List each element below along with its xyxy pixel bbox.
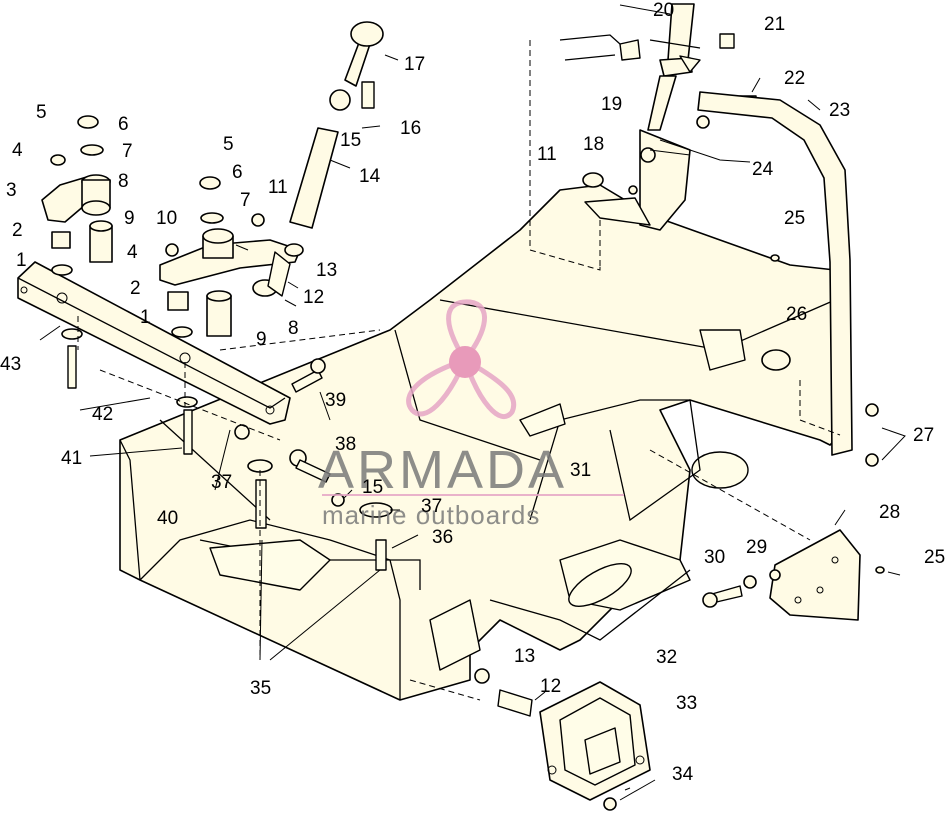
callout-10: 10 xyxy=(156,208,177,229)
callout-36: 36 xyxy=(432,527,453,548)
callout-43: 43 xyxy=(0,354,21,375)
callout-33: 33 xyxy=(676,693,697,714)
watermark-brand: ARMADA xyxy=(318,440,567,500)
callout-13b: 13 xyxy=(514,646,535,667)
callout-35: 35 xyxy=(250,678,271,699)
callout-24: 24 xyxy=(752,159,774,180)
callout-42: 42 xyxy=(92,404,113,425)
callout-1b: 1 xyxy=(140,307,151,328)
hardware xyxy=(61,254,885,717)
callout-19: 19 xyxy=(601,94,622,115)
callout-9b: 9 xyxy=(256,329,267,350)
callout-22: 22 xyxy=(784,68,805,89)
armada-watermark: ARMADA marine outboards xyxy=(318,299,624,530)
callout-37: 37 xyxy=(211,472,232,493)
link-rod xyxy=(267,21,384,297)
callout-31: 31 xyxy=(570,460,591,481)
callout-13: 13 xyxy=(316,260,337,281)
cover-plate xyxy=(539,681,651,811)
watermark-tagline: marine outboards xyxy=(322,500,540,530)
callout-15b: 15 xyxy=(362,477,383,498)
callout-5: 5 xyxy=(36,102,47,123)
callout-20: 20 xyxy=(653,0,674,21)
center-lever-assembly xyxy=(159,176,301,338)
callout-40: 40 xyxy=(157,508,178,529)
callout-25b: 25 xyxy=(924,547,945,568)
callout-11: 11 xyxy=(537,144,557,165)
callout-16: 16 xyxy=(400,118,421,139)
callout-1: 1 xyxy=(16,250,27,271)
callout-12: 12 xyxy=(303,287,324,308)
callout-7: 7 xyxy=(122,141,133,162)
callout-12b: 12 xyxy=(540,676,561,697)
callout-32: 32 xyxy=(656,647,677,668)
bracket-bar xyxy=(17,261,291,425)
callout-25: 25 xyxy=(784,208,805,229)
main-frame xyxy=(119,184,846,701)
callout-4: 4 xyxy=(12,140,23,161)
callout-30: 30 xyxy=(704,547,725,568)
callout-11b: 11 xyxy=(268,177,288,198)
callout-23: 23 xyxy=(829,100,850,121)
side-plate xyxy=(702,529,861,621)
callout-4b: 4 xyxy=(127,242,138,263)
callout-3: 3 xyxy=(6,180,17,201)
callout-8: 8 xyxy=(118,171,129,192)
callout-2b: 2 xyxy=(130,278,141,299)
callout-39: 39 xyxy=(325,390,346,411)
callout-6: 6 xyxy=(118,114,129,135)
callout-8b: 8 xyxy=(288,318,299,339)
leader-lines xyxy=(39,4,906,801)
callout-27: 27 xyxy=(913,425,934,446)
callout-5b: 5 xyxy=(223,134,234,155)
callout-28: 28 xyxy=(879,502,900,523)
callout-26: 26 xyxy=(786,304,807,325)
callout-6b: 6 xyxy=(232,162,243,183)
callout-7b: 7 xyxy=(240,190,251,211)
left-lever-assembly xyxy=(41,115,113,276)
callout-9: 9 xyxy=(124,208,135,229)
handle-bar xyxy=(559,34,879,467)
callout-34: 34 xyxy=(672,764,694,785)
callout-41: 41 xyxy=(61,448,82,469)
callout-21: 21 xyxy=(764,14,785,35)
callout-29: 29 xyxy=(746,537,767,558)
callout-37b: 37 xyxy=(421,496,442,517)
callout-labels: 20 21 17 22 23 19 5 6 15 16 4 7 5 18 11 … xyxy=(0,0,945,785)
callout-18: 18 xyxy=(583,134,604,155)
callout-14: 14 xyxy=(359,166,381,187)
callout-38: 38 xyxy=(335,434,356,455)
callout-2: 2 xyxy=(12,220,23,241)
callout-15: 15 xyxy=(340,130,361,151)
propeller-logo-icon xyxy=(406,299,517,420)
callout-17: 17 xyxy=(404,54,425,75)
